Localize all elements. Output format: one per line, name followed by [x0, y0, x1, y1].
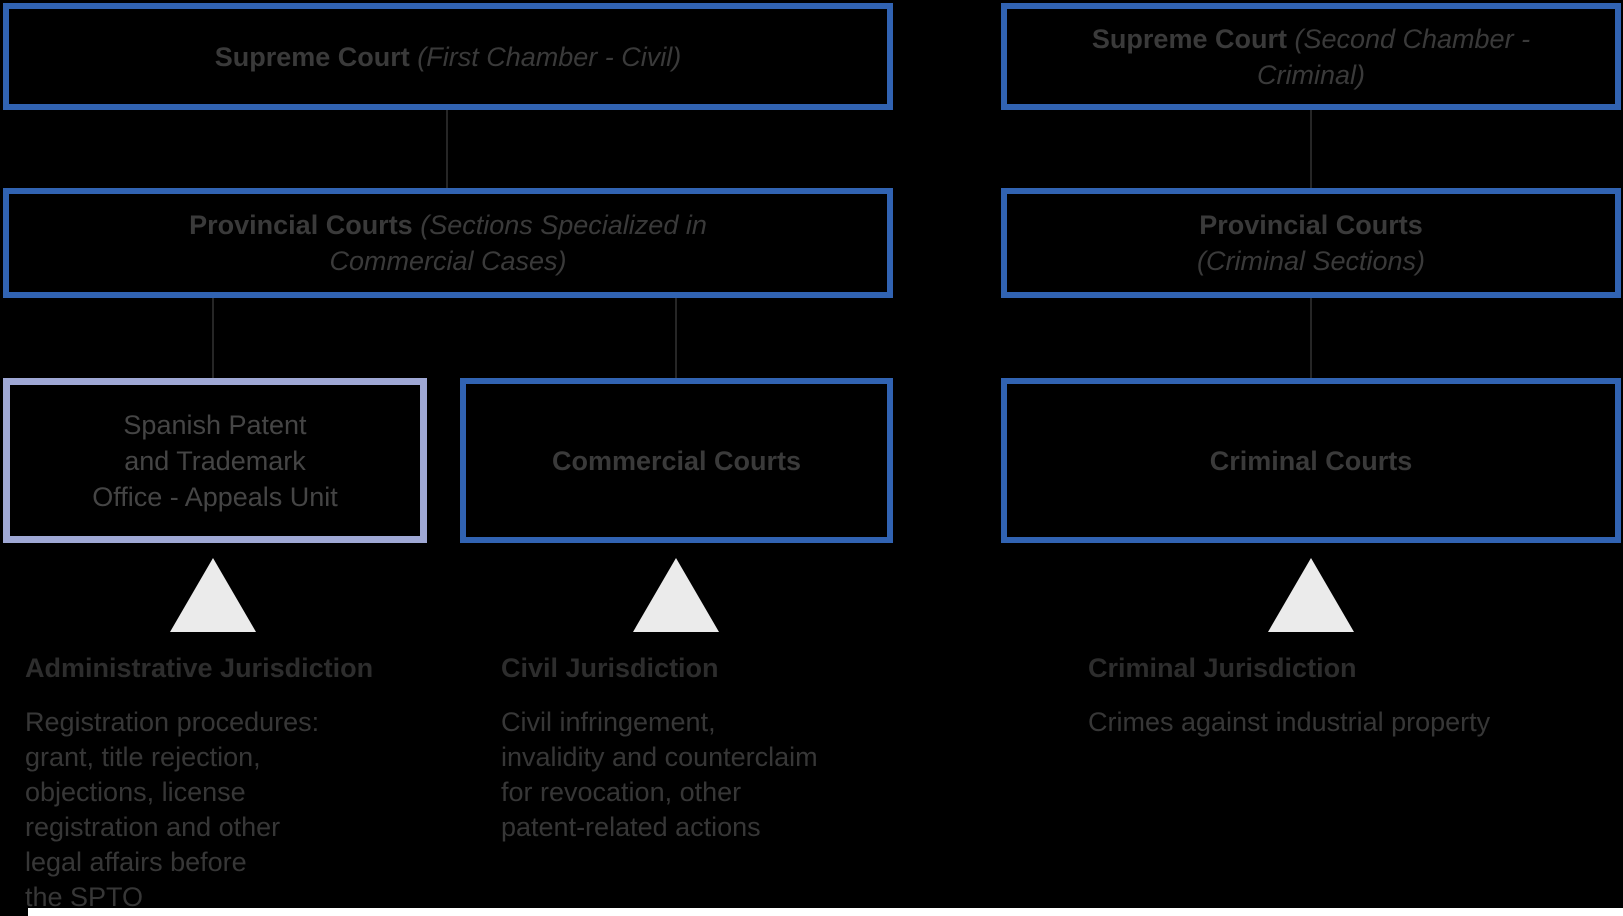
jurisdiction-civil: Civil Jurisdiction Civil infringement,in… — [501, 652, 971, 845]
box-provincial-courts-criminal: Provincial Courts(Criminal Sections) — [1001, 188, 1621, 298]
box-supreme-court-criminal: Supreme Court (Second Chamber -Criminal) — [1001, 3, 1621, 110]
jurisdiction-criminal-body: Crimes against industrial property — [1088, 707, 1491, 737]
background-strip — [28, 908, 1623, 916]
up-triangle-icon-criminal — [1268, 558, 1354, 632]
connector-provincial-to-commercial-courts — [675, 298, 677, 378]
jurisdiction-criminal: Criminal Jurisdiction Crimes against ind… — [1088, 652, 1608, 740]
up-triangle-icon-administrative — [170, 558, 256, 632]
box-commercial-courts: Commercial Courts — [460, 378, 893, 543]
connector-provincial-to-spto — [212, 298, 214, 378]
jurisdiction-civil-body: Civil infringement,invalidity and counte… — [501, 707, 818, 842]
jurisdiction-administrative: Administrative Jurisdiction Registration… — [25, 652, 475, 915]
jurisdiction-administrative-heading: Administrative Jurisdiction — [25, 653, 374, 683]
jurisdiction-administrative-body: Registration procedures:grant, title rej… — [25, 707, 320, 912]
up-triangle-icon-civil — [633, 558, 719, 632]
box-supreme-court-civil: Supreme Court (First Chamber - Civil) — [3, 3, 893, 110]
connector-supreme-to-provincial-left — [446, 110, 448, 188]
box-criminal-courts: Criminal Courts — [1001, 378, 1621, 543]
box-provincial-courts-commercial: Provincial Courts (Sections Specialized … — [3, 188, 893, 298]
jurisdiction-civil-heading: Civil Jurisdiction — [501, 653, 719, 683]
connector-provincial-to-criminal-courts — [1310, 298, 1312, 378]
connector-supreme-to-provincial-right — [1310, 110, 1312, 188]
jurisdiction-criminal-heading: Criminal Jurisdiction — [1088, 653, 1357, 683]
